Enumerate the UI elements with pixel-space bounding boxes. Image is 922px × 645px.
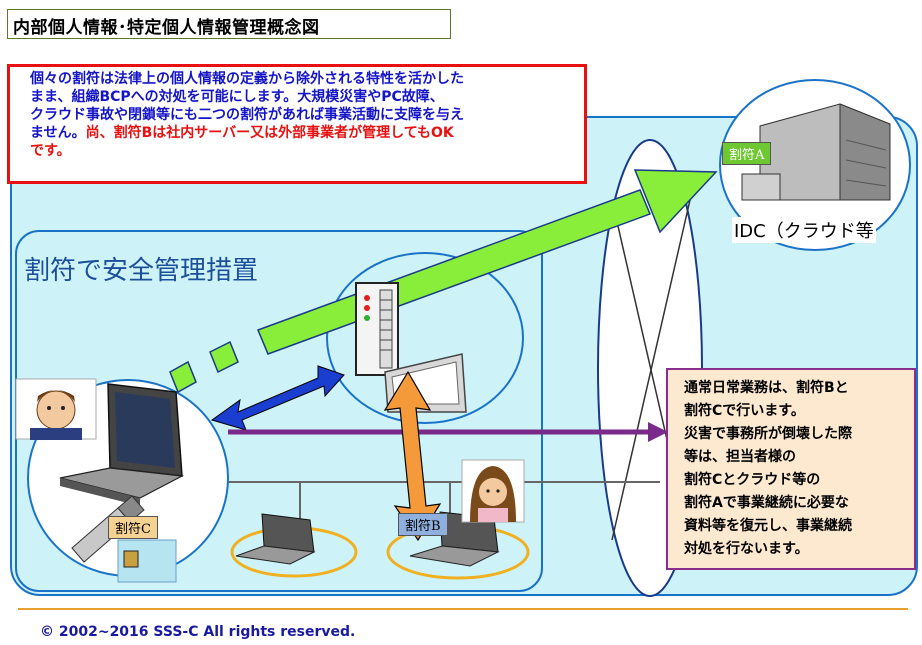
info-line: 通常日常業務は、割符Bと: [684, 380, 849, 396]
title-box: [7, 9, 451, 39]
inner-panel-label: 割符で安全管理措置: [24, 256, 259, 286]
blue-double-arrow: [210, 365, 345, 431]
info-line: 割符Cとクラウド等の: [684, 472, 821, 488]
note-box: 個々の割符は法律上の個人情報の定義から除外される特性を活かした まま、組織BCP…: [7, 64, 587, 184]
info-line: 資料等を復元し、事業継続: [684, 518, 852, 534]
note-line: まま、組織BCPへの対処を可能にします。大規模災害やPC故障、: [30, 89, 444, 105]
note-line: 個々の割符は法律上の個人情報の定義から除外される特性を活かした: [30, 71, 464, 87]
info-line: 割符Aで事業継続に必要な: [684, 495, 849, 511]
note-text-red: 尚、割符Bは社内サーバー又は外部事業者が管理してもOK: [85, 125, 454, 141]
note-line: ません。尚、割符Bは社内サーバー又は外部事業者が管理してもOK: [30, 124, 454, 142]
laptop-icon: [235, 513, 316, 565]
page-title: 内部個人情報･特定個人情報管理概念図: [13, 18, 320, 38]
person-male-icon: [15, 378, 97, 440]
person-female-icon: [461, 459, 525, 523]
info-box: 通常日常業務は、割符Bと 割符Cで行います。 災害で事務所が倒壊した際 等は、担…: [666, 368, 916, 570]
info-line: 割符Cで行います。: [684, 403, 805, 419]
copyright-text: © 2002~2016 SSS-C All rights reserved.: [40, 624, 356, 640]
info-line: 災害で事務所が倒壊した際: [684, 426, 852, 442]
purple-arrow: [228, 422, 668, 442]
building-icon: [741, 103, 891, 201]
note-text-blue: ません。: [30, 125, 86, 141]
orange-double-arrow: [383, 370, 442, 542]
laptop-icon: [59, 383, 185, 506]
note-line: クラウド事故や閉鎖等にも二つの割符があれば事業活動に支障を与え: [30, 107, 464, 123]
server-icon: [355, 282, 399, 376]
footer-rule: [18, 608, 908, 610]
info-line: 対処を行ないます。: [684, 541, 809, 557]
idc-label: IDC（クラウド等: [732, 217, 876, 243]
info-line: 等は、担当者様の: [684, 449, 796, 465]
tally-a-tag: 割符A: [722, 142, 772, 165]
network-cross-line: [611, 199, 691, 541]
ic-card: [117, 539, 177, 583]
tally-c-tag: 割符C: [108, 516, 158, 539]
tally-b-tag: 割符B: [398, 513, 448, 536]
note-line: です。: [30, 143, 71, 159]
